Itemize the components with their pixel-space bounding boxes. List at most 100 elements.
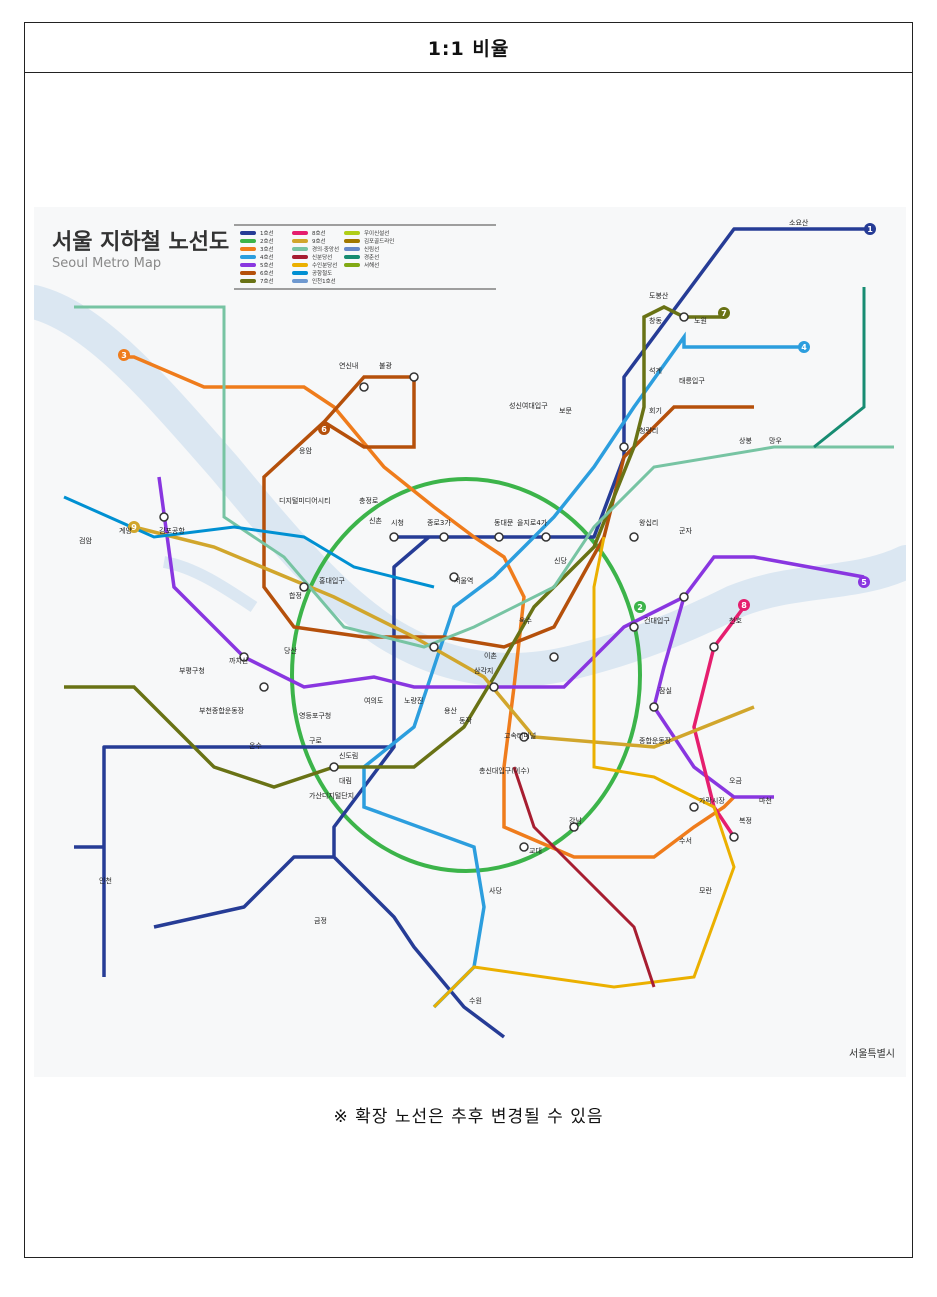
legend-item: 경춘선 — [344, 253, 379, 261]
station-label: 대림 — [339, 777, 352, 785]
legend-item: 8호선 — [292, 229, 326, 237]
station-label: 노원 — [694, 316, 707, 325]
legend-item: 신분당선 — [292, 253, 332, 261]
station-label: 망우 — [769, 436, 782, 445]
legend-label: 5호선 — [260, 261, 274, 269]
station-label: 온수 — [249, 742, 262, 750]
legend-label: 경춘선 — [364, 253, 379, 261]
line-badge-number: 4 — [801, 343, 807, 352]
legend-label: 6호선 — [260, 269, 274, 277]
station-label: 검암 — [79, 537, 92, 545]
legend-label: 1호선 — [260, 229, 274, 237]
line-badge-number: 3 — [121, 351, 127, 360]
legend-item: 서해선 — [344, 261, 379, 269]
line-badge: 2 — [634, 601, 646, 613]
legend-item: 9호선 — [292, 237, 326, 245]
legend-label: 3호선 — [260, 245, 274, 253]
map-publisher: 서울특별시 — [849, 1048, 895, 1060]
station-label: 까치산 — [229, 656, 249, 665]
page-frame: 1:1 비율 — [24, 22, 913, 1258]
station-label: 보문 — [559, 407, 572, 415]
legend-item: 인천1호선 — [292, 277, 336, 285]
station-label: 창동 — [649, 317, 662, 325]
station-label: 김포공항 — [159, 526, 185, 535]
legend-label: 8호선 — [312, 229, 326, 237]
station-label: 왕십리 — [639, 518, 658, 527]
legend-item: 1호선 — [240, 229, 274, 237]
legend-item: 경의·중앙선 — [292, 245, 339, 253]
station-label: 수원 — [469, 996, 482, 1005]
station-label: 석계 — [649, 366, 662, 375]
footnote: ※ 확장 노선은 추후 변경될 수 있음 — [333, 1107, 604, 1127]
line-badge: 6 — [318, 423, 330, 435]
legend-label: 경의·중앙선 — [312, 245, 339, 253]
station-label: 삼각지 — [474, 666, 493, 675]
legend-label: 2호선 — [260, 237, 274, 245]
station-label: 천호 — [729, 616, 742, 625]
station-label: 옥수 — [519, 617, 532, 625]
line-badge-number: 6 — [321, 425, 327, 434]
station-label: 응암 — [299, 447, 312, 455]
han-river-branch — [162, 556, 258, 612]
legend-item: 우이신설선 — [344, 229, 389, 237]
line-gyeongui-jungang — [74, 305, 894, 649]
station-label: 소요산 — [789, 218, 809, 227]
station-label: 잠실 — [659, 686, 672, 695]
line-9 — [133, 525, 755, 749]
station-label: 종로3가 — [427, 518, 451, 527]
line-badge: 9 — [128, 521, 140, 533]
map-title-ko: 서울 지하철 노선도 — [52, 230, 229, 255]
station-label: 금정 — [314, 916, 327, 925]
legend-label: 신분당선 — [312, 253, 332, 261]
legend-label: 공항철도 — [312, 269, 332, 277]
station-label: 상봉 — [739, 436, 752, 445]
han-river — [34, 285, 906, 687]
station-label: 태릉입구 — [679, 377, 705, 385]
line-badge: 7 — [718, 307, 730, 319]
legend-item: 수인분당선 — [292, 261, 337, 269]
station-label: 군자 — [679, 526, 692, 535]
line-badge: 5 — [858, 576, 870, 588]
station-label: 모란 — [699, 887, 712, 895]
line-badge-number: 9 — [131, 523, 137, 532]
transfer-stations — [159, 312, 739, 852]
station-label: 신당 — [554, 556, 567, 565]
station-label: 교대 — [529, 847, 542, 855]
station-label: 서울역 — [454, 576, 473, 585]
line-badge-number: 1 — [867, 225, 873, 234]
legend-label: 4호선 — [260, 253, 274, 261]
legend-item: 4호선 — [240, 253, 274, 261]
station-label: 회기 — [649, 406, 662, 415]
station-label: 구로 — [309, 737, 322, 745]
legend-item: 공항철도 — [292, 269, 332, 277]
line-badge: 4 — [798, 341, 810, 353]
map-title-en: Seoul Metro Map — [52, 256, 161, 271]
line-badge-number: 5 — [861, 578, 867, 587]
line-suin-bundang — [432, 536, 736, 1009]
legend-label: 서해선 — [364, 261, 379, 269]
legend-item: 7호선 — [240, 277, 274, 285]
line-shinbundang — [512, 766, 656, 988]
line-badge-number: 2 — [637, 603, 643, 612]
station-label: 노량진 — [404, 696, 423, 705]
station-label: 성신여대입구 — [509, 401, 548, 410]
station-label: 사당 — [489, 886, 502, 895]
station-label: 가산디지털단지 — [309, 791, 354, 800]
station-label: 홍대입구 — [319, 576, 345, 585]
legend-label: 7호선 — [260, 277, 274, 285]
station-label: 도봉산 — [649, 291, 669, 300]
station-label: 강남 — [569, 816, 582, 825]
station-label: 가락시장 — [699, 796, 725, 805]
line-2-loop — [290, 477, 642, 873]
legend-label: 수인분당선 — [312, 261, 337, 269]
station-label: 부천종합운동장 — [199, 706, 245, 715]
legend-item: 신림선 — [344, 245, 379, 253]
station-label: 영등포구청 — [299, 711, 331, 720]
station-label: 신도림 — [339, 751, 358, 760]
line-7 — [64, 305, 724, 789]
line-badge: 8 — [738, 599, 750, 611]
station-label: 건대입구 — [644, 616, 670, 625]
